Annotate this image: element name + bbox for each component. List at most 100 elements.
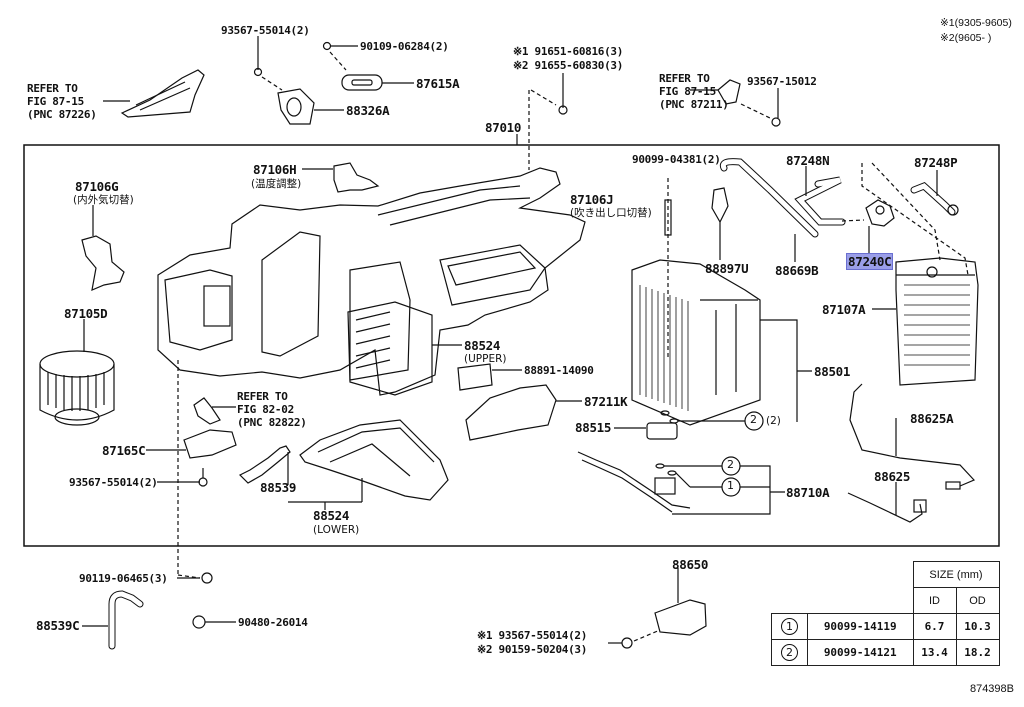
o-ring-callout-2 (744, 411, 764, 431)
part-label[interactable]: 88897U (705, 261, 749, 276)
part-label[interactable]: 88891-14090 (524, 364, 594, 377)
screw-icon (198, 477, 208, 487)
part-label[interactable]: 87165C (102, 443, 146, 458)
part-label[interactable]: 93567-55014(2) (69, 476, 158, 489)
part-note: (温度調整) (251, 178, 302, 190)
part-label[interactable]: 88501 (814, 364, 851, 379)
case-lower-icon (299, 419, 449, 501)
part-note: (UPPER) (464, 353, 507, 365)
o-ring-size-table: SIZE (mm) ID OD 1 90099-14119 6.7 10.3 2… (771, 561, 1000, 666)
servo-motor-icon (333, 162, 380, 193)
part-label[interactable]: ※2 90159-50204(3) (477, 643, 588, 656)
part-label[interactable]: 90109-06284(2) (360, 40, 449, 53)
table-cell-part[interactable]: 90099-14121 (807, 639, 914, 666)
servo-motor-icon (81, 235, 125, 291)
callout-number: 2 (750, 413, 757, 426)
heater-unit-case-icon (157, 167, 586, 396)
part-label-highlighted[interactable]: 87240C (845, 253, 894, 270)
bracket-icon (717, 79, 741, 105)
screw-icon (621, 637, 633, 649)
part-label[interactable]: 87615A (416, 76, 460, 91)
part-label[interactable]: 87106H (253, 162, 297, 177)
part-label[interactable]: 88625A (910, 411, 954, 426)
expansion-valve-icon (646, 422, 678, 440)
amplifier-icon (654, 599, 707, 636)
size-header: SIZE (mm) (912, 561, 1000, 588)
part-label[interactable]: ※1 93567-55014(2) (477, 629, 588, 642)
screw-icon (322, 41, 332, 51)
part-label[interactable]: 87105D (64, 306, 108, 321)
part-label[interactable]: 93567-55014(2) (221, 24, 310, 37)
part-label[interactable]: 88524 (313, 508, 350, 523)
clip-icon (192, 615, 206, 629)
part-qty: (2) (766, 415, 781, 427)
part-note: (LOWER) (313, 524, 360, 536)
callout-circle: 2 (781, 644, 798, 661)
resistor-icon (183, 429, 237, 459)
ac-tube-icon (577, 451, 691, 513)
refer-line: REFER TO (659, 72, 710, 85)
duct-icon (465, 384, 557, 441)
part-label[interactable]: ※2 91655-60830(3) (513, 59, 624, 72)
callout-number: 1 (727, 479, 734, 492)
table-row: 2 90099-14121 13.4 18.2 (771, 639, 1000, 666)
part-label[interactable]: 88710A (786, 485, 830, 500)
case-upper-icon (347, 301, 433, 396)
table-cell-part[interactable]: 90099-14119 (807, 613, 914, 640)
part-label[interactable]: 88650 (672, 557, 709, 572)
outlet-duct-icon (439, 244, 546, 306)
seal-icon (341, 74, 383, 91)
legend-1: ※1(9305-9605) (940, 17, 1012, 30)
part-note: (吹き出し口切替) (570, 207, 652, 219)
part-label[interactable]: 88524 (464, 338, 501, 353)
refer-line: (PNC 82822) (237, 416, 307, 429)
sensor-icon (711, 187, 729, 224)
figure-number: 874398B (969, 683, 1014, 695)
part-label[interactable]: 93567-15012 (747, 75, 817, 88)
callout-circle: 1 (781, 618, 798, 635)
bolt-icon (664, 199, 672, 236)
part-label[interactable]: 87106J (570, 192, 614, 207)
part-label[interactable]: 87106G (75, 179, 119, 194)
blower-fan-icon (39, 350, 115, 378)
sensor-wire-icon (849, 383, 976, 487)
part-label[interactable]: 88515 (575, 420, 612, 435)
screw-icon (253, 67, 263, 77)
part-label[interactable]: 87248P (914, 155, 958, 170)
tube-block-icon (654, 477, 676, 495)
part-label[interactable]: 87010 (485, 120, 522, 135)
size-col-od: OD (955, 587, 1000, 614)
screw-icon (771, 117, 781, 127)
filter-icon (457, 363, 493, 391)
part-label[interactable]: 90119-06465(3) (79, 572, 168, 585)
part-label[interactable]: 88669B (775, 263, 819, 278)
part-label[interactable]: ※1 91651-60816(3) (513, 45, 624, 58)
screw-icon (558, 105, 568, 115)
part-label[interactable]: 88539 (260, 480, 297, 495)
part-label[interactable]: 88539C (36, 618, 80, 633)
refer-to-fig-82822[interactable]: REFER TO FIG 82-02 (PNC 82822) (237, 390, 307, 429)
assembly-frame (23, 144, 1000, 547)
thermistor-icon (847, 492, 923, 523)
part-label[interactable]: 90099-04381(2) (632, 153, 721, 166)
refer-line: FIG 87-15 (659, 85, 716, 98)
legend-mark: ※1 (940, 17, 955, 29)
refer-line: REFER TO (237, 390, 288, 403)
water-valve-icon (865, 199, 895, 227)
bracket-icon (193, 397, 221, 425)
drain-hose-icon (238, 445, 291, 484)
part-label[interactable]: 90480-26014 (238, 616, 308, 629)
refer-line: REFER TO (27, 82, 78, 95)
legend-mark: ※2 (940, 32, 955, 44)
part-label[interactable]: 88326A (346, 103, 390, 118)
part-label[interactable]: 88625 (874, 469, 911, 484)
part-label[interactable]: 87211K (584, 394, 628, 409)
part-note: (内外気切替) (73, 194, 134, 206)
refer-to-fig-87226[interactable]: REFER TO FIG 87-15 (PNC 87226) (27, 82, 97, 121)
part-label[interactable]: 87107A (822, 302, 866, 317)
part-label[interactable]: 87248N (786, 153, 830, 168)
refer-line: (PNC 87226) (27, 108, 97, 121)
refer-to-fig-87211[interactable]: REFER TO FIG 87-15 (PNC 87211) (659, 72, 729, 111)
grommet-icon (277, 88, 315, 125)
